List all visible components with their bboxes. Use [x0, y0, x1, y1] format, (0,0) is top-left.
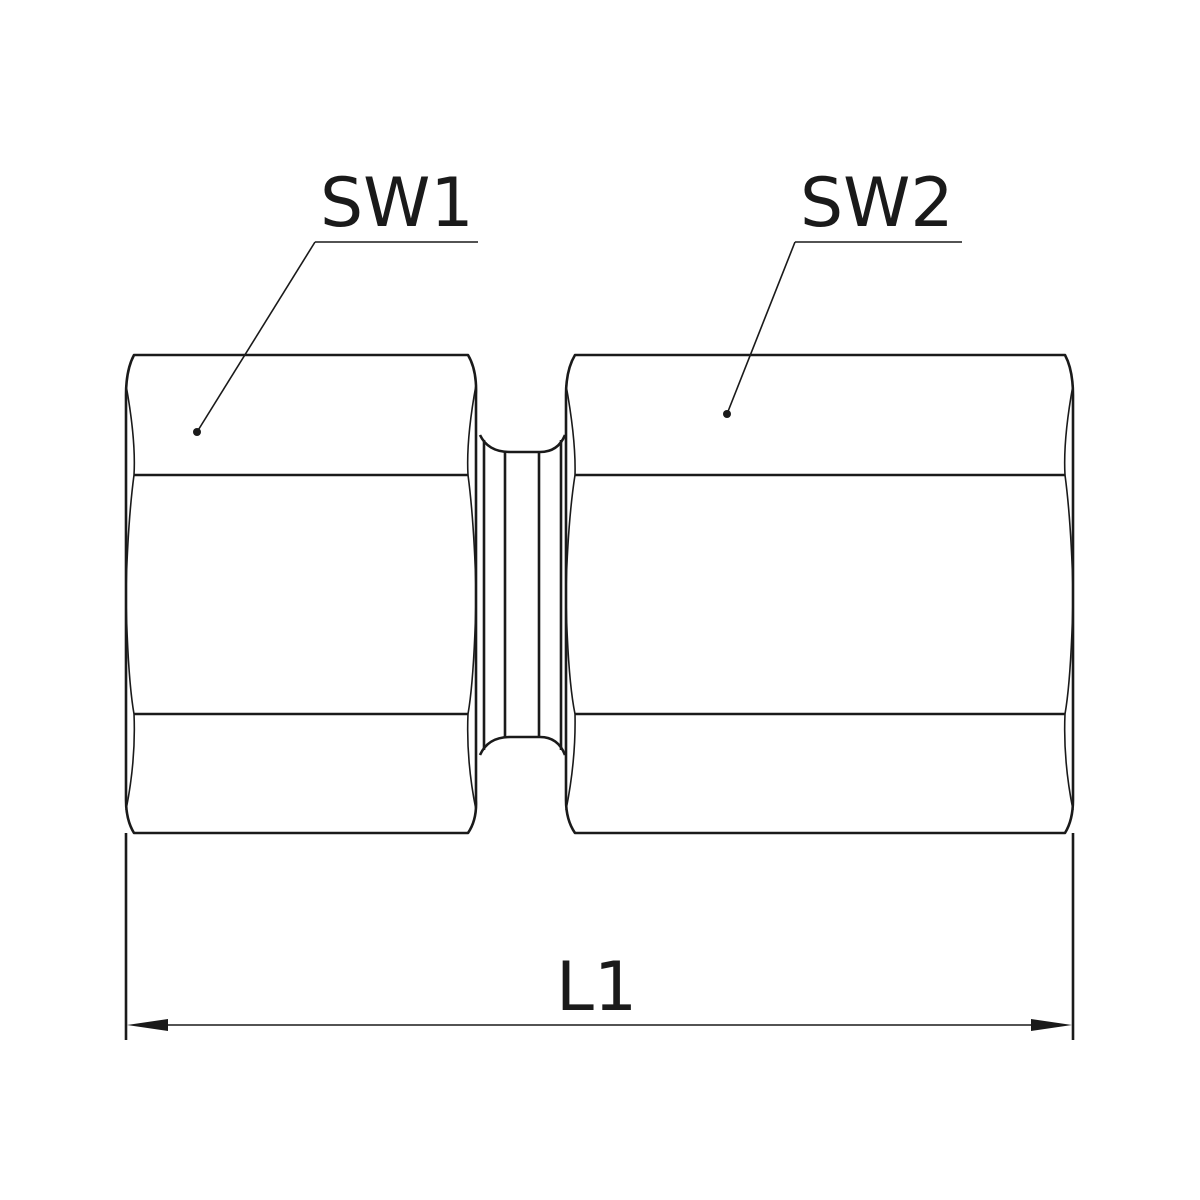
sw1-label: SW1 — [320, 164, 474, 243]
arrow-right-icon — [1031, 1019, 1072, 1031]
right-hex-nut — [564, 353, 1075, 835]
arrow-left-icon — [127, 1019, 168, 1031]
neck — [478, 434, 567, 756]
l1-dimension — [124, 833, 1075, 1040]
sw1-leader — [193, 241, 478, 436]
sw2-leader — [723, 241, 962, 418]
sw2-label: SW2 — [800, 164, 954, 243]
left-hex-nut — [124, 353, 478, 835]
l1-label: L1 — [556, 948, 637, 1027]
